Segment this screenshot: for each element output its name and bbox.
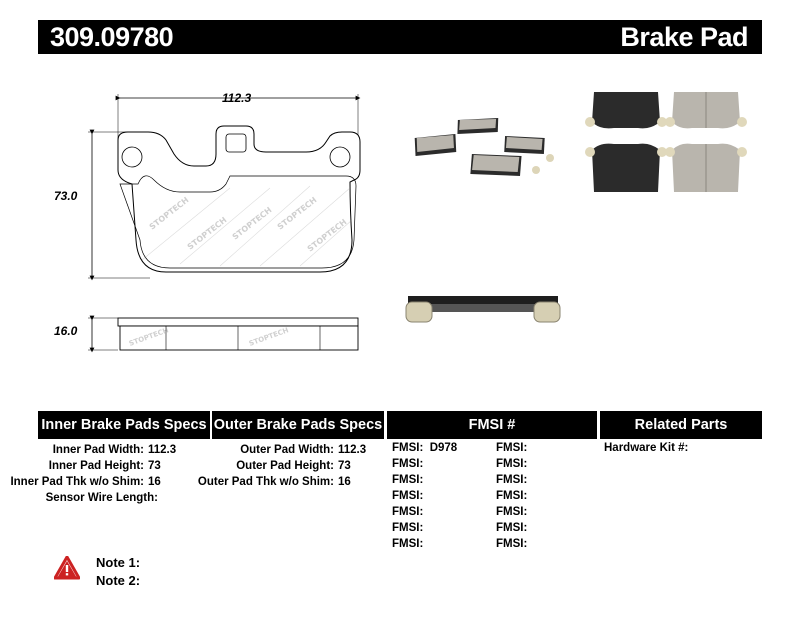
outer-specs-list: Outer Pad Width: 112.3 Outer Pad Height:… [197, 442, 384, 490]
fmsi-entry: FMSI: [392, 490, 424, 502]
hardware-kit-label: Hardware Kit #: [604, 442, 689, 454]
inner-specs-list: Inner Pad Width: 112.3 Inner Pad Height:… [10, 442, 210, 506]
fmsi-entry: FMSI: [392, 538, 424, 550]
note-1: Note 1: [96, 555, 141, 570]
fmsi-list-right: FMSI: FMSI: FMSI: FMSI: FMSI: FMSI: FMSI… [496, 442, 527, 554]
pad-side-photo [405, 296, 561, 323]
fmsi-entry: FMSI: [392, 458, 424, 470]
pad-set-photo [414, 118, 554, 176]
outer-specs-header: Outer Brake Pads Specs [212, 411, 384, 439]
fmsi-entry: FMSI: [392, 522, 424, 534]
outer-spec-row: Outer Pad Width: 112.3 [240, 444, 367, 456]
fmsi-entry: FMSI: [496, 522, 528, 534]
warning-icon [54, 556, 80, 580]
note-2: Note 2: [96, 573, 141, 588]
fmsi-entry: FMSI: [496, 474, 528, 486]
inner-spec-row: Inner Pad Thk w/o Shim: 16 [10, 476, 161, 488]
inner-spec-row: Inner Pad Width: 112.3 [52, 444, 177, 456]
fmsi-entry: FMSI: D978 [392, 442, 458, 454]
pad-technical-drawing: STOPTECH STOPTECH STOPTECH STOPTECH STOP… [88, 94, 361, 353]
pad-front-back-photo [585, 92, 747, 192]
fmsi-list-left: FMSI: D978 FMSI: FMSI: FMSI: FMSI: FMSI:… [392, 442, 457, 554]
outer-spec-row: Outer Pad Height: 73 [236, 460, 351, 472]
pad-outline [117, 125, 361, 273]
fmsi-entry: FMSI: [496, 458, 528, 470]
pad-side-profile [117, 317, 359, 327]
inner-specs-header: Inner Brake Pads Specs [38, 411, 210, 439]
fmsi-entry: FMSI: [392, 506, 424, 518]
width-dimension-label: 112.3 [222, 91, 252, 105]
height-dimension-label: 73.0 [54, 189, 78, 203]
outer-spec-row: Outer Pad Thk w/o Shim: 16 [197, 476, 351, 488]
inner-spec-row: Sensor Wire Length: [45, 492, 158, 504]
product-type: Brake Pad [620, 22, 748, 52]
inner-spec-row: Inner Pad Height: 73 [48, 460, 161, 472]
thickness-dimension-label: 16.0 [54, 324, 78, 338]
part-number: 309.09780 [50, 22, 174, 52]
fmsi-entry: FMSI: [392, 474, 424, 486]
fmsi-entry: FMSI: [496, 442, 528, 454]
fmsi-entry: FMSI: [496, 538, 528, 550]
fmsi-entry: FMSI: [496, 506, 528, 518]
related-parts-header: Related Parts [600, 411, 762, 439]
fmsi-entry: FMSI: [496, 490, 528, 502]
header-bar: 309.09780 Brake Pad [38, 20, 762, 54]
fmsi-header: FMSI # [387, 411, 597, 439]
